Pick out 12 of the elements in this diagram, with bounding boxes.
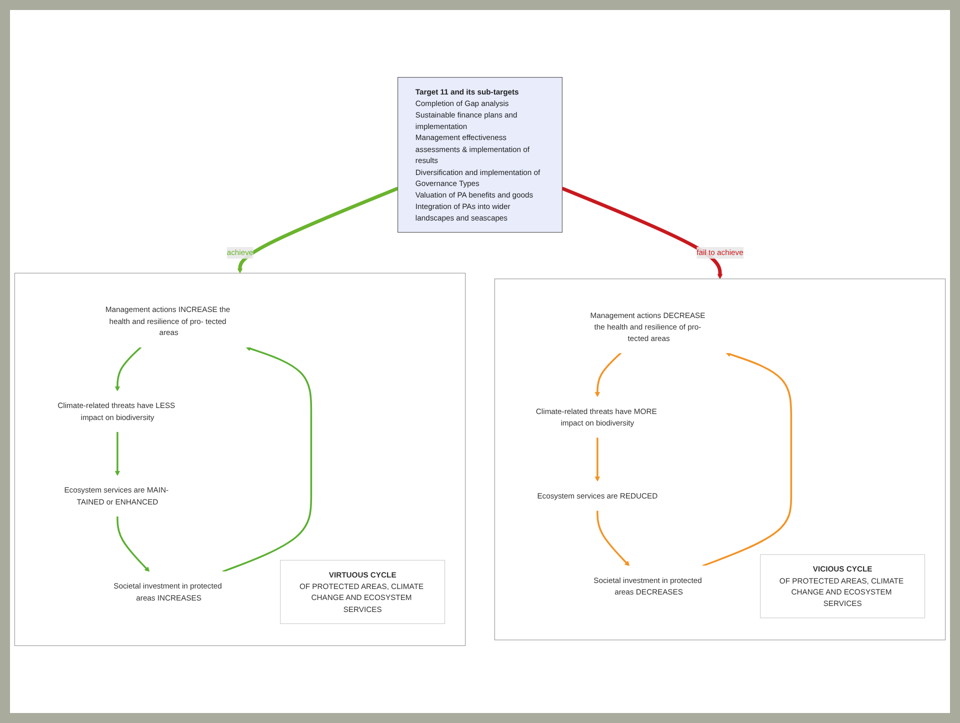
arrow [596, 510, 630, 566]
arrow [114, 346, 142, 392]
cluster [494, 278, 946, 640]
arrow [114, 432, 120, 476]
arrow [594, 352, 622, 398]
arrow [116, 516, 150, 572]
arrow [237, 186, 398, 274]
cluster [14, 272, 466, 646]
arrow [594, 437, 600, 482]
arrow [702, 352, 792, 567]
arrow [222, 346, 312, 573]
arrow [562, 186, 723, 280]
